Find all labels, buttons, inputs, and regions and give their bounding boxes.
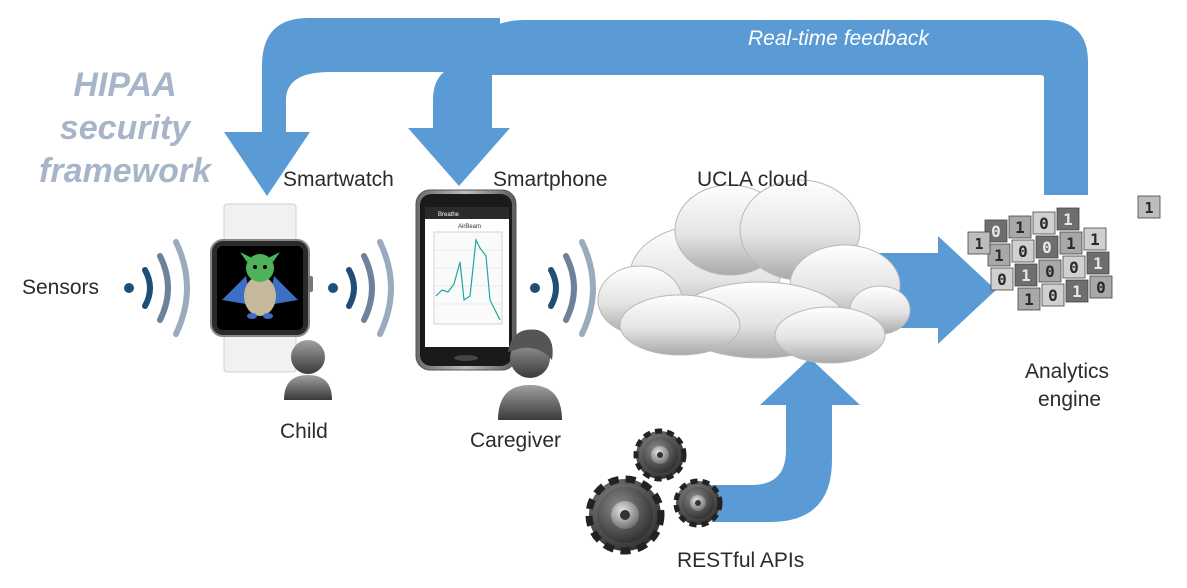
cube-digit: 0 <box>1039 214 1049 233</box>
framework-title-line: framework <box>39 152 211 190</box>
smartphone-icon: Breathe AirBeam <box>415 189 517 371</box>
cube-block <box>1011 239 1035 263</box>
phone-chart-title: AirBeam <box>458 224 481 230</box>
cube-digit: 0 <box>997 270 1007 289</box>
sensors-label: Sensors <box>22 276 100 299</box>
cube-digit: 1 <box>1090 230 1100 249</box>
cube-block <box>1089 275 1113 299</box>
caregiver-label: Caregiver <box>470 429 562 452</box>
cube-block <box>1062 255 1086 279</box>
smartwatch-icon <box>210 203 313 373</box>
cube-block <box>1032 211 1056 235</box>
cube-block <box>1008 215 1032 239</box>
cube-digit: 1 <box>1066 234 1076 253</box>
gears-icon <box>585 428 723 555</box>
feedback-label: Real-time feedback <box>748 27 929 50</box>
cube-digit: 1 <box>994 246 1004 265</box>
cube-digit: 1 <box>1144 199 1153 217</box>
cube-digit: 1 <box>1015 218 1025 237</box>
cube-digit: 1 <box>1063 210 1073 229</box>
cube-digit: 0 <box>1042 238 1052 257</box>
cube-block <box>967 231 991 255</box>
cube-block <box>1041 283 1065 307</box>
cube-block <box>1059 231 1083 255</box>
wireless-signal-icon <box>328 239 394 337</box>
cube-digit: 0 <box>1018 242 1028 261</box>
cube-block <box>1083 227 1107 251</box>
cube-block <box>1014 263 1038 287</box>
smartwatch-label: Smartwatch <box>283 168 394 191</box>
cube-digit: 1 <box>1093 254 1103 273</box>
cube-block <box>1035 235 1059 259</box>
cube-block <box>1017 287 1041 311</box>
cube-digit: 0 <box>1096 278 1106 297</box>
framework-title: HIPAA security framework <box>20 64 230 193</box>
analytics-label-line2: engine <box>1038 388 1102 411</box>
apis-label: RESTful APIs <box>677 549 805 572</box>
cube-block <box>990 267 1014 291</box>
cube-digit: 1 <box>1021 266 1031 285</box>
feedback-loop-arrow <box>224 18 1088 196</box>
cube-block <box>1086 251 1110 275</box>
cube-block <box>984 219 1008 243</box>
child-label: Child <box>280 420 328 443</box>
person-icon <box>498 329 562 420</box>
wireless-signal-icon <box>124 239 190 337</box>
cube-block <box>1065 279 1089 303</box>
cloud-icon <box>597 179 911 364</box>
cube-digit: 0 <box>991 222 1001 241</box>
analytics-label: Analytics <box>1025 360 1110 383</box>
cube-block <box>1038 259 1062 283</box>
wireless-signal-icon <box>530 239 596 337</box>
cube-block <box>1056 207 1080 231</box>
smartphone-label: Smartphone <box>493 168 608 191</box>
cube-block <box>1137 195 1161 219</box>
cube-digit: 1 <box>974 235 983 253</box>
phone-app-name: Breathe <box>438 212 460 218</box>
framework-title-line: HIPAA <box>73 66 177 104</box>
framework-title-line: security <box>59 109 191 147</box>
person-icon <box>284 340 332 400</box>
cube-digit: 0 <box>1069 258 1079 277</box>
cube-digit: 0 <box>1048 286 1058 305</box>
apis-to-cloud-arrow <box>712 358 860 522</box>
cloud-label: UCLA cloud <box>697 168 808 191</box>
cube-digit: 0 <box>1045 262 1055 281</box>
cube-block <box>987 243 1011 267</box>
cube-digit: 1 <box>1024 290 1034 309</box>
cube-digit: 1 <box>1072 282 1082 301</box>
